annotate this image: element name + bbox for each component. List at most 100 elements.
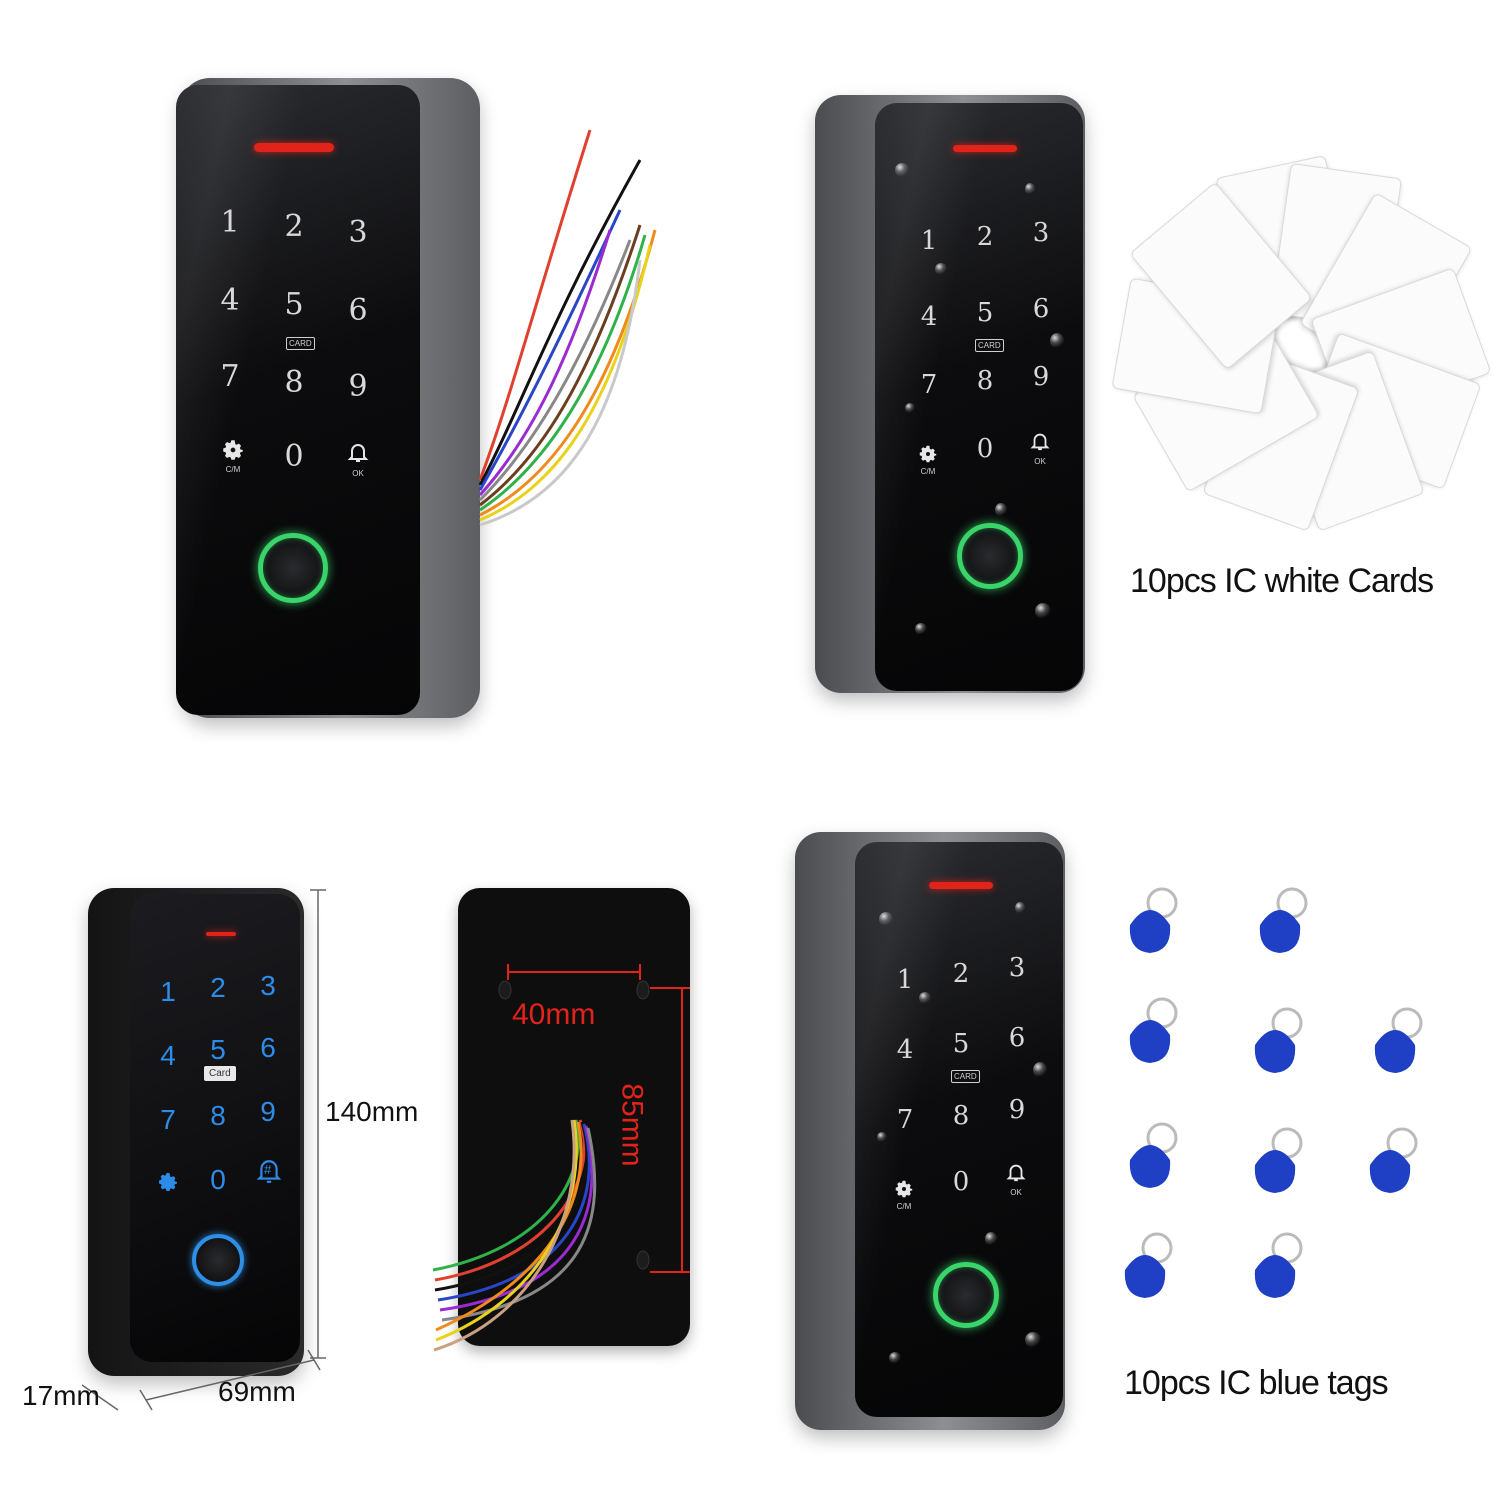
card-label: CARD	[951, 1070, 980, 1083]
cm-label: C/M	[225, 465, 241, 474]
blue-tags-label: 10pcs IC blue tags	[1124, 1364, 1389, 1402]
key-5: 5	[210, 1034, 226, 1065]
blue-tag	[1254, 1127, 1303, 1193]
key-2: 2	[976, 222, 994, 252]
key-5: 5	[284, 287, 304, 322]
white-cards-label: 10pcs IC white Cards	[1130, 562, 1434, 600]
key-3: 3	[348, 215, 368, 250]
water-drop	[889, 1352, 901, 1364]
key-1: 1	[220, 205, 240, 240]
blue-tag	[1129, 997, 1178, 1063]
dim-depth-label: 17mm	[22, 1380, 100, 1411]
blue-tag	[1124, 1232, 1173, 1298]
key-6: 6	[260, 1032, 276, 1063]
bell-icon	[256, 1160, 282, 1183]
gear-icon	[919, 445, 937, 463]
key-3: 3	[260, 970, 276, 1001]
water-drop	[1015, 902, 1025, 914]
key-8: 8	[284, 365, 304, 400]
key-6: 6	[348, 293, 368, 328]
water-drop	[877, 1132, 887, 1142]
blue-tag	[1254, 1007, 1303, 1073]
key-1: 1	[896, 965, 914, 995]
key-4: 4	[160, 1040, 176, 1071]
key-0: 0	[976, 434, 994, 464]
dimension-lines	[81, 889, 326, 1411]
blue-tag	[1259, 887, 1308, 953]
cm-label: C/M	[896, 1202, 912, 1211]
water-drop	[1025, 183, 1035, 195]
device-front-panel: 1 2 3 4 5 6 CARD 7 8 9 C/M 0 OK	[176, 85, 420, 715]
fingerprint-sensor	[258, 533, 328, 603]
keypad-device-waterproof-top: 1 2 3 4 5 6 CARD 7 8 9 C/M 0 OK	[815, 95, 1090, 700]
ok-label: OK	[1010, 1188, 1022, 1197]
water-drop	[935, 263, 947, 275]
fingerprint-sensor	[933, 1262, 999, 1328]
water-drop	[919, 992, 931, 1004]
water-drop	[879, 912, 893, 926]
ok-label: OK	[1034, 457, 1046, 466]
status-led	[254, 143, 334, 152]
water-drop	[1033, 1062, 1047, 1078]
bell-icon	[1006, 1164, 1026, 1182]
blue-tag	[1374, 1007, 1423, 1073]
ok-label: OK	[352, 469, 364, 478]
key-6: 6	[1008, 1023, 1026, 1053]
card-label: Card	[204, 1066, 236, 1081]
keypad-device-with-wires: 1 2 3 4 5 6 CARD 7 8 9 C/M 0 OK	[170, 70, 670, 730]
key-5: 5	[976, 298, 994, 328]
card-label: CARD	[286, 337, 315, 350]
water-drop	[905, 403, 915, 413]
keypad-device-waterproof-bottom: 1 2 3 4 5 6 CARD 7 8 9 C/M 0 OK	[795, 832, 1070, 1432]
fingerprint-sensor	[192, 1234, 244, 1286]
gear-icon	[159, 1173, 177, 1191]
key-3: 3	[1008, 953, 1026, 983]
device-front-panel: 1 2 3 4 5 6 Card 7 8 9 0 #	[130, 894, 300, 1362]
cm-label: C/M	[920, 467, 936, 476]
blue-tag	[1129, 1122, 1178, 1188]
blue-tag	[1129, 887, 1178, 953]
water-drop	[995, 503, 1007, 517]
water-drop	[915, 623, 927, 635]
white-cards-fan	[1100, 155, 1492, 535]
mounting-dimensions	[432, 964, 690, 1352]
key-2: 2	[284, 209, 304, 244]
key-0: 0	[952, 1167, 970, 1197]
key-4: 4	[920, 302, 938, 332]
gear-icon	[895, 1180, 913, 1198]
blue-tag	[1369, 1127, 1418, 1193]
water-drop	[895, 163, 909, 177]
dim-hole-h-label: 40mm	[512, 998, 596, 1031]
key-7: 7	[920, 370, 938, 400]
key-4: 4	[896, 1035, 914, 1065]
card-label: CARD	[975, 339, 1004, 352]
bell-icon	[1030, 433, 1050, 451]
key-7: 7	[160, 1104, 176, 1135]
status-led	[206, 932, 236, 936]
water-drop	[985, 1232, 997, 1246]
back-plate	[458, 888, 690, 1346]
keypad-device-dimensions: 1 2 3 4 5 6 Card 7 8 9 0 #	[88, 888, 308, 1378]
key-7: 7	[896, 1105, 914, 1135]
bell-icon	[347, 444, 369, 462]
device-front-panel: 1 2 3 4 5 6 CARD 7 8 9 C/M 0 OK	[875, 103, 1083, 691]
key-4: 4	[220, 283, 240, 318]
key-1: 1	[160, 976, 176, 1007]
hash-label: #	[264, 1162, 272, 1177]
key-2: 2	[952, 959, 970, 989]
dim-hole-v-label: 85mm	[615, 1083, 649, 1167]
water-drop	[1025, 1332, 1041, 1348]
status-led	[953, 145, 1017, 152]
key-2: 2	[210, 972, 226, 1003]
cable-wires	[478, 129, 657, 527]
key-8: 8	[210, 1100, 226, 1131]
water-drop	[1050, 333, 1064, 349]
key-0: 0	[210, 1164, 226, 1195]
key-7: 7	[220, 359, 240, 394]
key-8: 8	[976, 366, 994, 396]
key-9: 9	[1008, 1095, 1026, 1125]
blue-tag	[1254, 1232, 1303, 1298]
status-led	[929, 882, 993, 889]
key-5: 5	[952, 1029, 970, 1059]
